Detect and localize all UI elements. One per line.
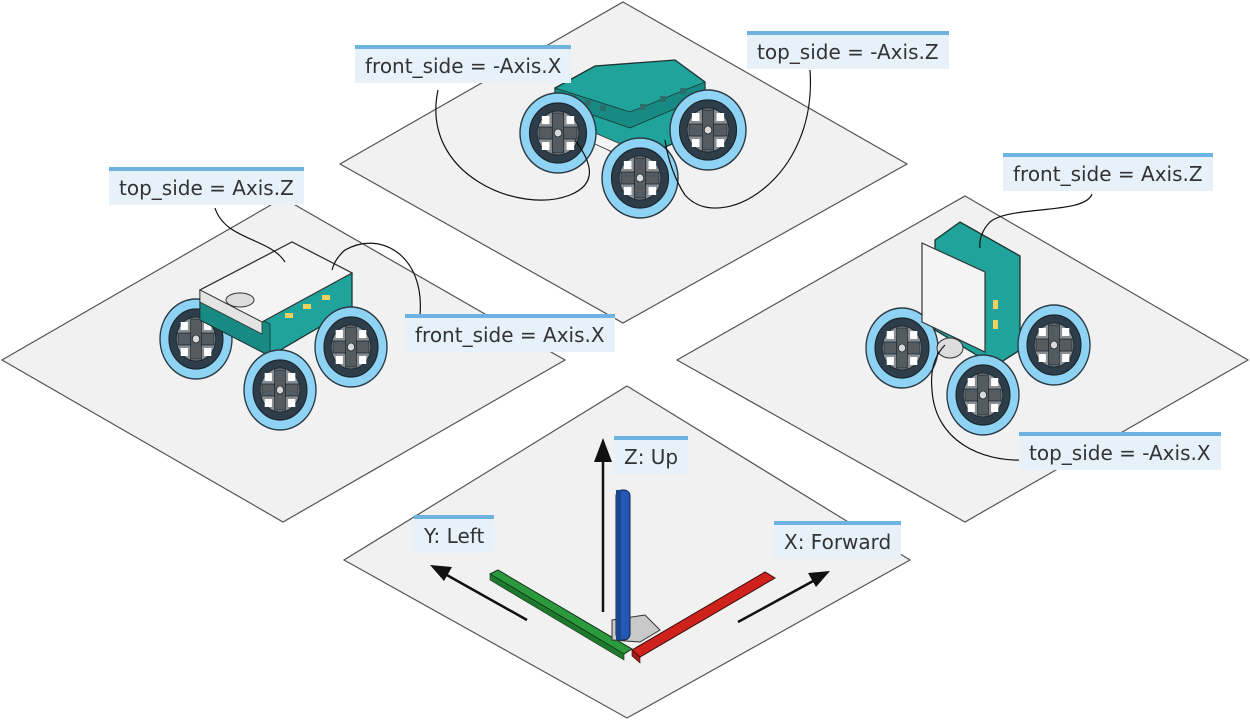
label-axis-z: Z: Up [614,436,689,474]
leader-left-front [331,242,421,316]
leader-top-front [435,89,590,201]
leader-right-front [979,193,1093,249]
label-right-front: front_side = Axis.Z [1003,153,1213,191]
arrow-forward [737,578,816,624]
label-axis-y: Y: Left [414,515,495,553]
axis-x-beam [631,571,776,664]
label-right-top: top_side = -Axis.X [1019,432,1221,470]
label-axis-x: X: Forward [774,521,902,559]
robot-right [865,221,1091,436]
leader-left-top [214,207,286,263]
axis-z-beam [615,489,631,641]
label-left-front: front_side = Axis.X [405,314,615,352]
leader-right-top [930,344,1026,461]
arrow-left [444,572,528,622]
leader-top-top [664,69,811,209]
arrow-up-head [594,438,612,462]
label-left-top: top_side = Axis.Z [109,167,304,205]
axis-y-beam [488,569,633,661]
robot-top [519,59,747,219]
label-top-top: top_side = -Axis.Z [747,31,949,69]
robot-left [159,241,388,431]
arrow-forward-head [808,571,830,587]
label-top-front: front_side = -Axis.X [355,45,572,83]
arrow-left-head [430,565,452,581]
